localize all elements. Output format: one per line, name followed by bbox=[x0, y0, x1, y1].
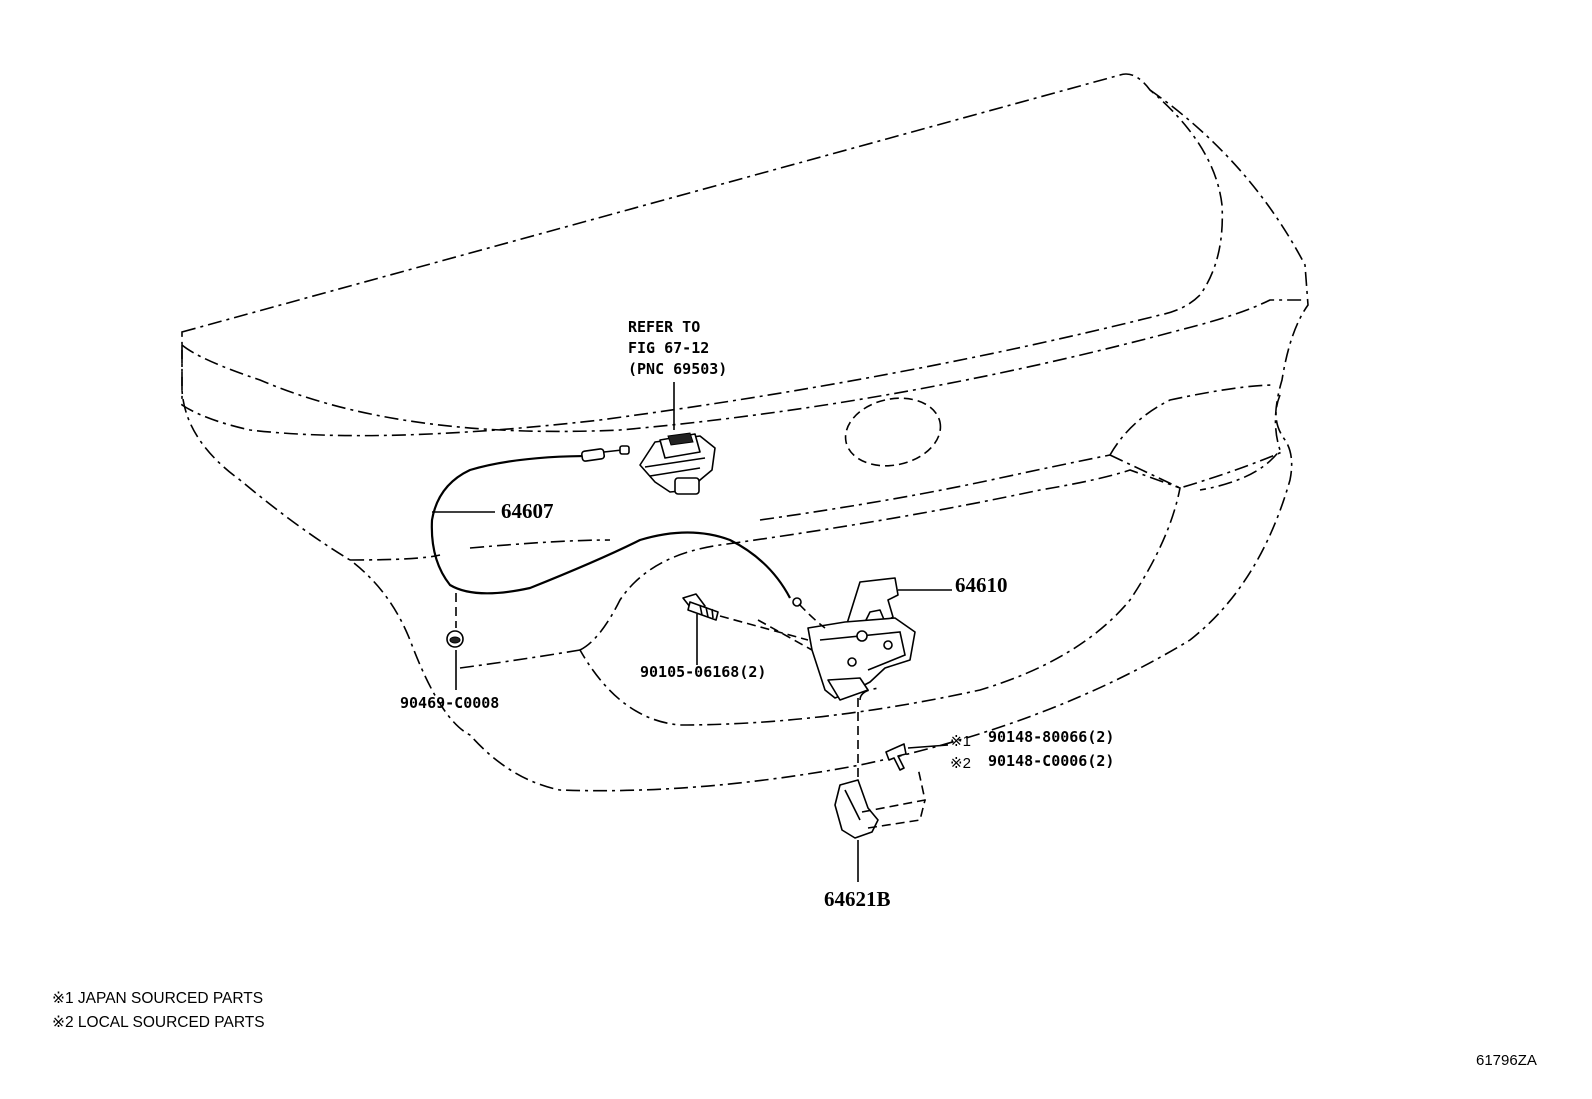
part-90148-2-mark: ※2 bbox=[950, 755, 971, 772]
part-64610-label: 64610 bbox=[955, 573, 1008, 597]
release-cable bbox=[430, 445, 802, 607]
part-90105-label: 90105-06168(2) bbox=[640, 663, 766, 681]
part-90469-label: 90469-C0008 bbox=[400, 694, 499, 712]
trunk-striker bbox=[834, 698, 949, 882]
part-90148-80066-label: 90148-80066(2) bbox=[988, 728, 1114, 746]
part-90148-C0006-label: 90148-C0006(2) bbox=[988, 752, 1114, 770]
cable-grommet bbox=[446, 593, 464, 690]
part-90148-1-mark: ※1 bbox=[950, 733, 971, 750]
part-64607-label: 64607 bbox=[501, 499, 554, 523]
part-labels: REFER TO FIG 67-12 (PNC 69503) 64607 646… bbox=[400, 318, 1114, 911]
footnote-local: ※2 LOCAL SOURCED PARTS bbox=[52, 1014, 265, 1031]
refer-label-line3: (PNC 69503) bbox=[628, 360, 727, 378]
part-64621B-label: 64621B bbox=[824, 887, 891, 911]
figure-code: 61796ZA bbox=[1476, 1052, 1537, 1069]
trunk-lid-outline bbox=[181, 73, 1309, 792]
lock-bolt bbox=[682, 593, 809, 665]
refer-label-line1: REFER TO bbox=[628, 318, 700, 336]
trunk-latch-assembly bbox=[757, 577, 952, 701]
footnotes: ※1 JAPAN SOURCED PARTS ※2 LOCAL SOURCED … bbox=[52, 990, 265, 1031]
leader-lines bbox=[432, 382, 675, 513]
refer-label-line2: FIG 67-12 bbox=[628, 339, 709, 357]
lock-cylinder-assembly bbox=[639, 432, 716, 495]
footnote-japan: ※1 JAPAN SOURCED PARTS bbox=[52, 990, 263, 1007]
